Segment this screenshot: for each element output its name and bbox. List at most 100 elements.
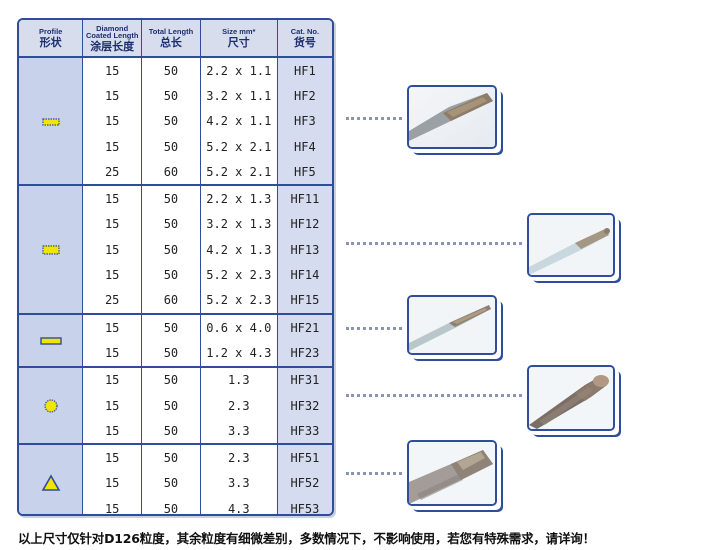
size-cell: 5.2 x 2.1 xyxy=(200,159,278,187)
thick-file-photo xyxy=(527,213,615,277)
coated-length-cell: 15 xyxy=(82,313,143,341)
triangle-icon xyxy=(41,474,61,492)
size-cell: 1.3 xyxy=(200,366,278,393)
size-cell: 4.3 xyxy=(200,496,278,514)
thick-rectangle-icon xyxy=(42,243,60,257)
connector-dots-5 xyxy=(346,472,402,477)
profile-cell xyxy=(19,313,84,368)
total-length-cell: 50 xyxy=(141,211,201,238)
cat-no-cell: HF5 xyxy=(277,159,332,187)
coated-length-cell: 15 xyxy=(82,470,143,497)
coated-length-cell: 15 xyxy=(82,185,143,212)
total-length-cell: 50 xyxy=(141,57,201,84)
total-length-cell: 50 xyxy=(141,262,201,288)
cat-no-cell: HF53 xyxy=(277,496,332,514)
wide-rectangle-icon xyxy=(39,333,62,347)
profile-cell xyxy=(19,185,84,315)
coated-length-cell: 15 xyxy=(82,262,143,288)
total-length-cell: 50 xyxy=(141,185,201,212)
footnote: 以上尺寸仅针对D126粒度，其余粒度有细微差别，多数情况下，不影响使用，若您有特… xyxy=(18,531,595,546)
coated-length-cell: 15 xyxy=(82,133,143,160)
size-cell: 2.2 x 1.1 xyxy=(200,57,278,84)
coated-length-cell: 15 xyxy=(82,340,143,368)
total-length-cell: 50 xyxy=(141,496,201,514)
connector-dots-1 xyxy=(346,117,402,122)
profile-cell xyxy=(19,366,84,446)
coated-length-cell: 15 xyxy=(82,108,143,134)
cat-no-cell: HF11 xyxy=(277,185,332,212)
cat-no-cell: HF13 xyxy=(277,237,332,263)
coated-length-cell: 15 xyxy=(82,211,143,238)
total-length-cell: 50 xyxy=(141,83,201,109)
coated-length-cell: 15 xyxy=(82,83,143,109)
coated-length-cell: 15 xyxy=(82,57,143,84)
connector-dots-2 xyxy=(346,242,522,247)
cat-no-cell: HF31 xyxy=(277,366,332,393)
coated-length-cell: 15 xyxy=(82,444,143,471)
coated-length-cell: 15 xyxy=(82,237,143,263)
cat-no-cell: HF52 xyxy=(277,470,332,497)
total-length-cell: 50 xyxy=(141,366,201,393)
size-cell: 2.2 x 1.3 xyxy=(200,185,278,212)
coated-length-cell: 25 xyxy=(82,159,143,187)
size-cell: 3.3 xyxy=(200,418,278,446)
header-cat-no: Cat. No.货号 xyxy=(277,20,332,58)
cat-no-cell: HF15 xyxy=(277,287,332,315)
cat-no-cell: HF1 xyxy=(277,57,332,84)
total-length-cell: 50 xyxy=(141,133,201,160)
size-cell: 5.2 x 2.3 xyxy=(200,287,278,315)
total-length-cell: 50 xyxy=(141,444,201,471)
round-icon xyxy=(43,398,59,413)
size-cell: 3.3 xyxy=(200,470,278,497)
connector-dots-3 xyxy=(346,327,402,332)
cat-no-cell: HF23 xyxy=(277,340,332,368)
cat-no-cell: HF3 xyxy=(277,108,332,134)
size-cell: 1.2 x 4.3 xyxy=(200,340,278,368)
cat-no-cell: HF14 xyxy=(277,262,332,288)
total-length-cell: 60 xyxy=(141,159,201,187)
header-size: Size mm*尺寸 xyxy=(200,20,278,58)
round-file-photo xyxy=(527,365,615,431)
size-cell: 0.6 x 4.0 xyxy=(200,313,278,341)
size-cell: 4.2 x 1.3 xyxy=(200,237,278,263)
profile-cell xyxy=(19,444,84,514)
total-length-cell: 50 xyxy=(141,470,201,497)
cat-no-cell: HF33 xyxy=(277,418,332,446)
total-length-cell: 50 xyxy=(141,237,201,263)
size-cell: 2.3 xyxy=(200,392,278,419)
size-cell: 4.2 x 1.1 xyxy=(200,108,278,134)
size-cell: 2.3 xyxy=(200,444,278,471)
total-length-cell: 60 xyxy=(141,287,201,315)
coated-length-cell: 15 xyxy=(82,496,143,514)
knife-file-photo xyxy=(407,295,497,355)
total-length-cell: 50 xyxy=(141,418,201,446)
cat-no-cell: HF32 xyxy=(277,392,332,419)
total-length-cell: 50 xyxy=(141,313,201,341)
size-cell: 3.2 x 1.1 xyxy=(200,83,278,109)
size-cell: 5.2 x 2.3 xyxy=(200,262,278,288)
coated-length-cell: 15 xyxy=(82,392,143,419)
connector-dots-4 xyxy=(346,394,522,399)
flat-rectangle-icon xyxy=(42,114,60,128)
coated-length-cell: 15 xyxy=(82,366,143,393)
